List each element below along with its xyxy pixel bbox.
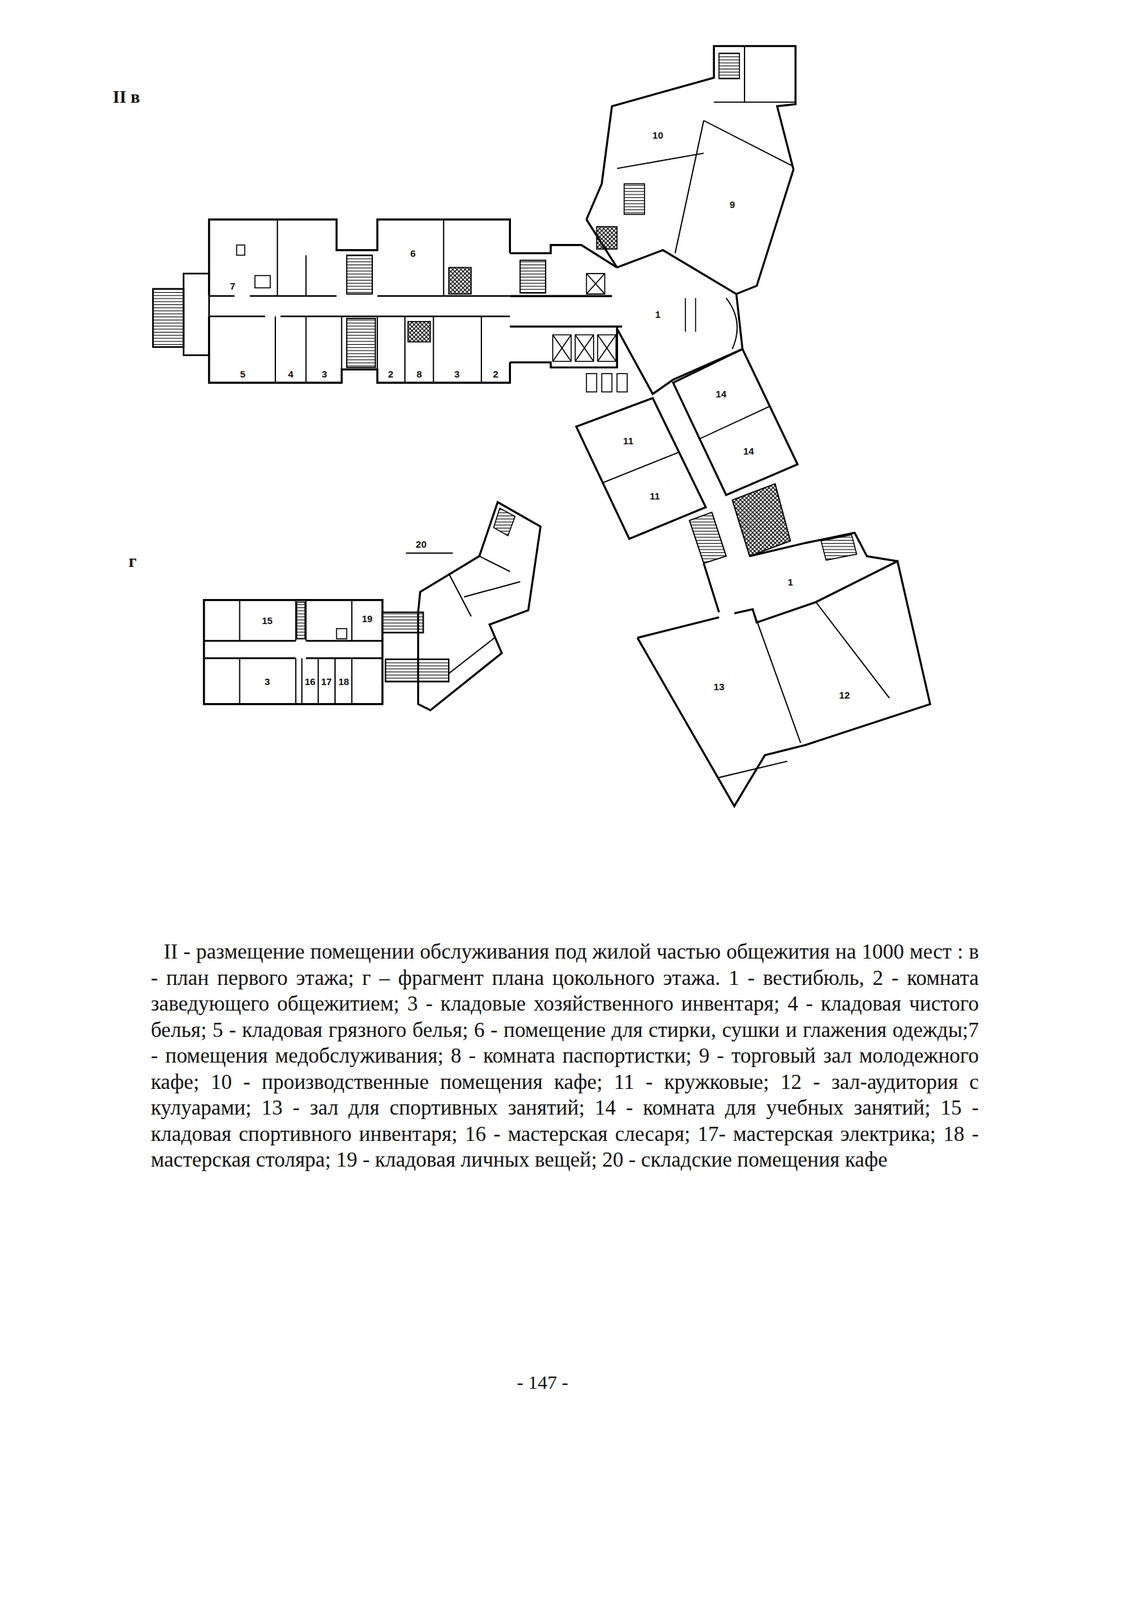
callout-number: 6 [409, 248, 416, 259]
callout-number: 19 [361, 612, 374, 623]
staircase [689, 512, 726, 563]
staircase [346, 254, 373, 294]
staircase [596, 226, 618, 250]
partition-wall [239, 600, 352, 705]
callout-number: 10 [652, 129, 665, 140]
staircase [152, 288, 184, 348]
lift-shaft [552, 334, 617, 361]
callout-number: 17 [320, 676, 333, 687]
callout-number: 1 [654, 309, 662, 319]
staircase [493, 508, 515, 536]
staircase [820, 534, 857, 561]
callout-number: 2 [387, 368, 394, 379]
callout-number: 9 [729, 198, 736, 209]
callout-number: 12 [838, 689, 851, 700]
fixture [336, 628, 347, 639]
callout-number: 16 [304, 676, 317, 687]
staircase [623, 183, 645, 215]
partition-wall [699, 406, 771, 440]
callout-number: 14 [742, 446, 755, 456]
corridor-wall [209, 295, 511, 317]
plan-first-floor [152, 46, 931, 807]
entrance [183, 273, 210, 355]
outer-wall [209, 219, 511, 383]
partition-wall [718, 602, 889, 778]
outer-wall [637, 560, 931, 806]
partition-wall [602, 451, 680, 483]
outer-wall [204, 600, 383, 705]
callout-number: 3 [453, 368, 461, 379]
parking-cell [601, 373, 612, 393]
callout-number: 8 [415, 368, 423, 379]
vestibule-wall [703, 532, 898, 613]
equipment [448, 267, 472, 294]
callout-number: 3 [320, 368, 328, 379]
callout-number: 11 [622, 435, 635, 446]
door [685, 297, 696, 332]
partition-wall [616, 46, 796, 254]
callout-number: 7 [229, 280, 236, 291]
figure-label: г [127, 551, 137, 570]
figure-label: II в [112, 88, 141, 106]
callout-number: 14 [715, 388, 728, 399]
page-number: - 147 - [516, 1372, 569, 1392]
callout-number: 3 [263, 676, 271, 687]
callout-number: 13 [713, 681, 726, 692]
leader-line [405, 552, 453, 554]
outer-wall [417, 501, 541, 710]
callout-number: 4 [287, 368, 294, 379]
outer-wall [509, 245, 622, 368]
staircase [519, 259, 546, 293]
staircase [296, 602, 305, 639]
callout-number: 15 [261, 615, 274, 626]
callout-number: 5 [239, 368, 246, 379]
parking-cell [616, 373, 628, 393]
vestibule-wall [616, 250, 742, 395]
ramp [725, 297, 737, 349]
callout-number: 18 [337, 676, 350, 687]
fixture [236, 245, 246, 256]
outer-wall [586, 46, 796, 294]
equipment [408, 321, 431, 343]
plan-basement [204, 501, 541, 710]
staircase [346, 318, 375, 368]
lift-shaft [586, 273, 606, 294]
callout-number: 1 [786, 576, 794, 587]
outer-wall [576, 397, 707, 539]
staircase [732, 483, 791, 556]
figure-caption: II - размещение помещении обслуживания п… [150, 938, 979, 1173]
callout-number: 20 [415, 538, 428, 549]
corridor-wall [204, 640, 383, 658]
partition-wall [275, 219, 482, 383]
parking-cell [586, 373, 597, 393]
callout-number: 2 [492, 368, 499, 379]
outer-wall [673, 349, 798, 495]
partition-wall [448, 555, 520, 674]
staircase [718, 53, 740, 79]
fixture [254, 275, 271, 288]
callout-number: 11 [648, 491, 661, 501]
